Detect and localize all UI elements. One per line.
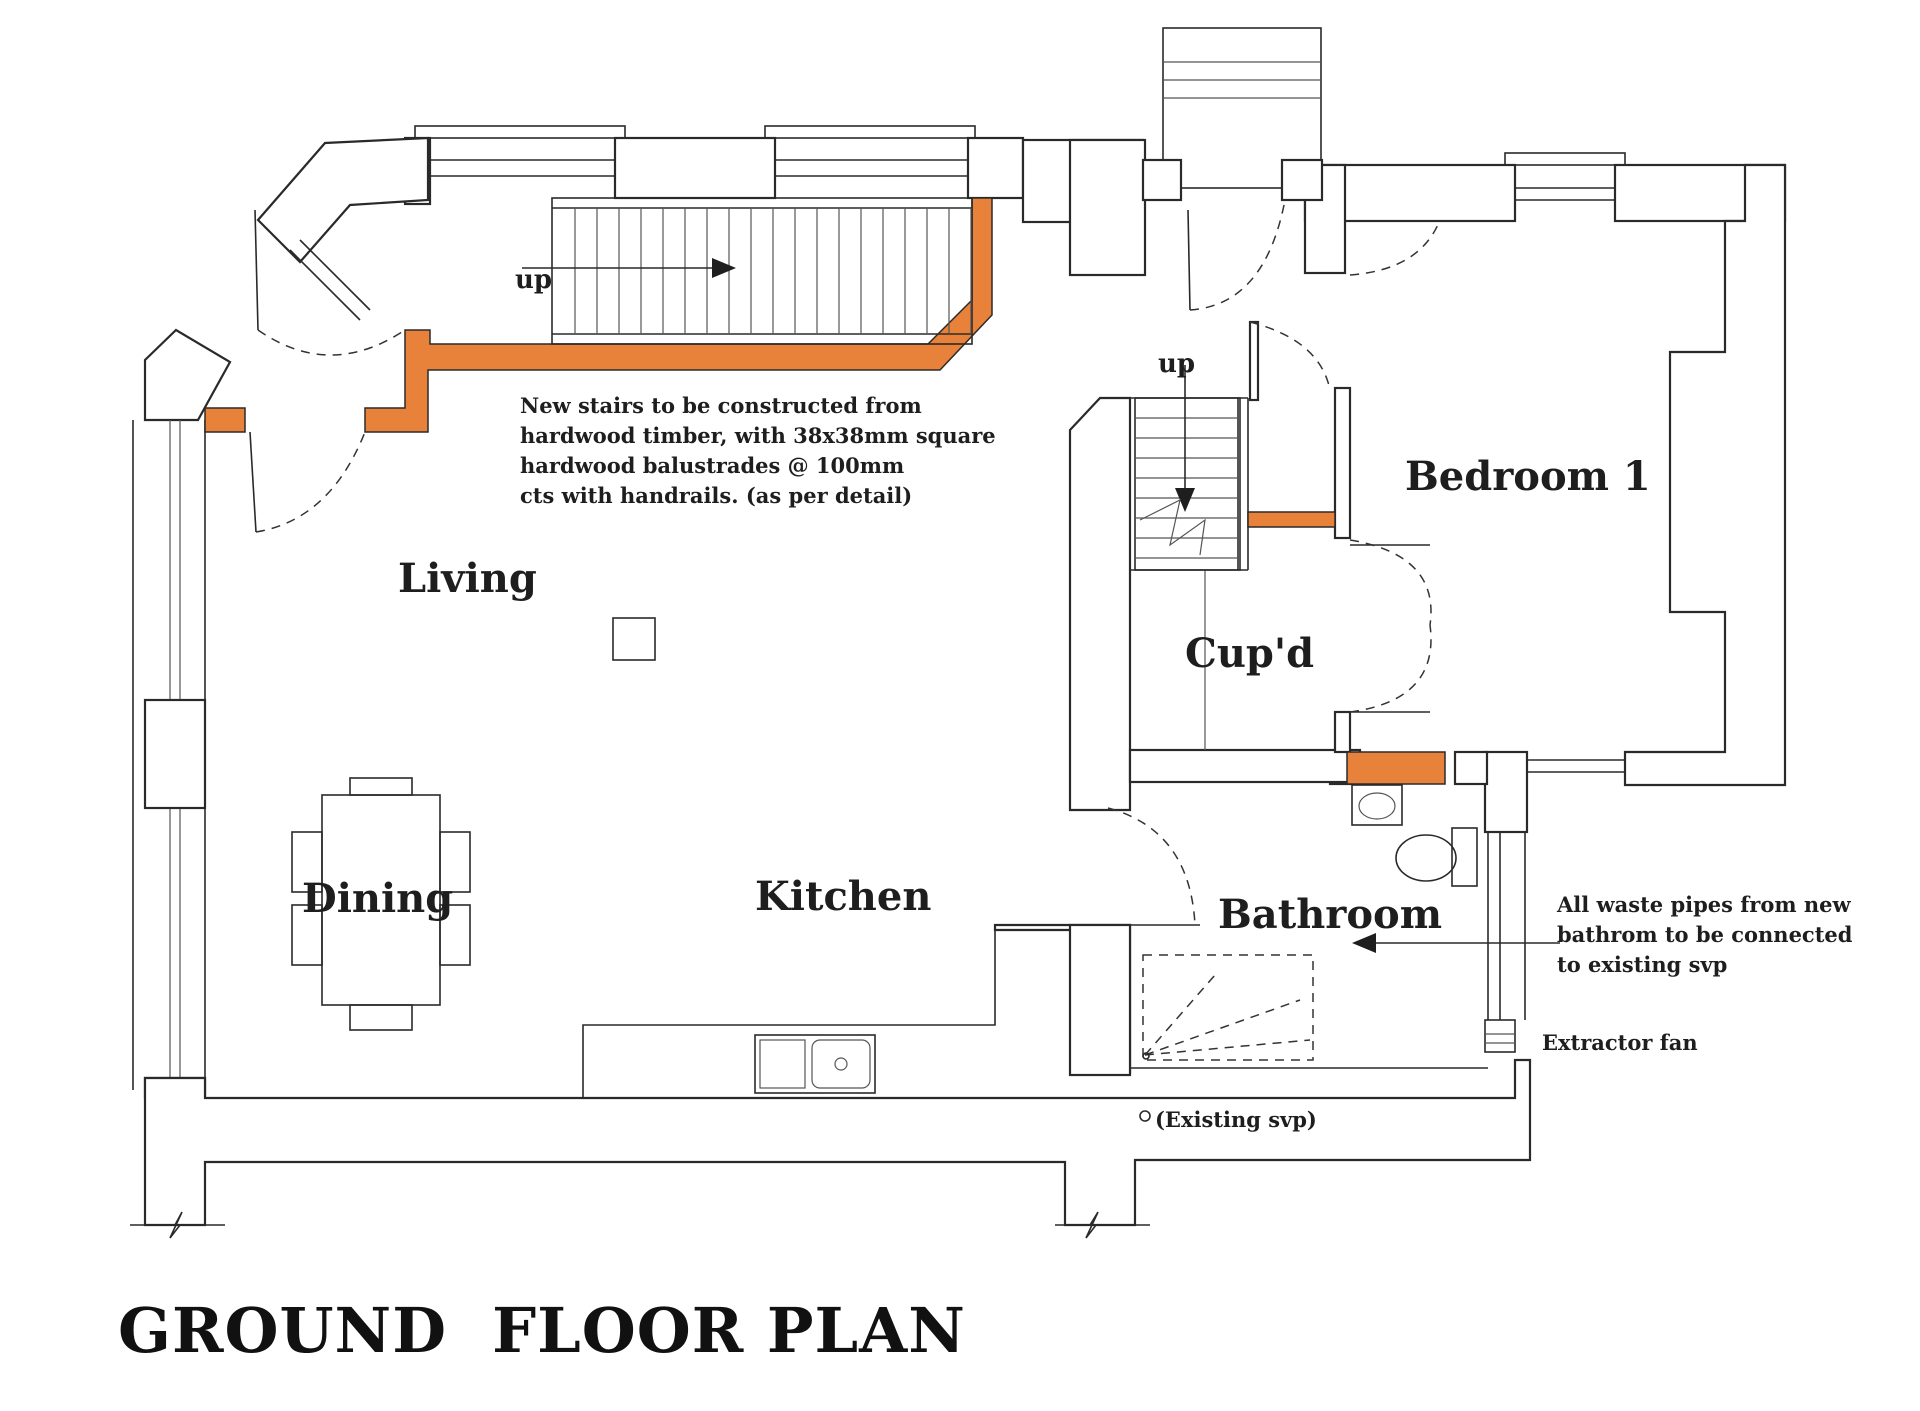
waste-pipe-note: All waste pipes from new bathrom to be c… [1556,892,1860,977]
room-label-living: Living [398,555,537,602]
stairs-note: New stairs to be constructed from hardwo… [520,393,1003,508]
room-label-cupboard: Cup'd [1185,630,1314,677]
column-post [612,617,656,661]
bay-entrance [143,136,430,422]
dining-table [291,777,471,1031]
north-wall [403,27,1787,277]
page-title: GROUND FLOOR PLAN [118,1294,966,1367]
room-label-bathroom: Bathroom [1218,891,1442,938]
door-swings [249,199,1441,926]
waste-pipe-arrow [1352,933,1560,953]
room-label-bedroom-1: Bedroom 1 [1405,453,1651,500]
kitchen-sink[interactable] [754,1034,876,1094]
south-wall [130,1058,1532,1239]
existing-svp-marker [1139,1110,1151,1122]
west-wall [132,420,207,1100]
bathroom-basin[interactable] [1351,784,1403,826]
secondary-stairs[interactable] [1134,365,1241,571]
extractor-fan-label: Extractor fan [1542,1030,1698,1055]
main-stairs[interactable] [522,197,973,345]
existing-svp-label: (Existing svp) [1155,1107,1317,1132]
main-stairs-up-label: up [515,265,552,295]
room-label-dining: Dining [302,875,453,922]
secondary-stairs-up-label: up [1158,349,1195,379]
bathroom-toilet[interactable] [1395,827,1478,887]
room-label-kitchen: Kitchen [755,873,931,920]
east-wall [1328,163,1787,1053]
bathroom-shower-tray[interactable] [1142,954,1314,1061]
